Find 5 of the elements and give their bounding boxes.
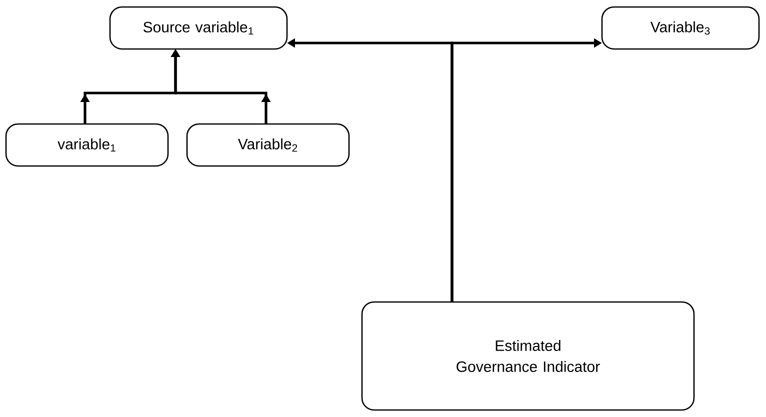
rounded-box: Estimated Governance Indicator [361, 301, 695, 411]
rounded-box: Variable$_{3}$ [601, 6, 760, 50]
rounded-box: Variable$_{2}$ [186, 123, 350, 167]
rounded-box: Source variable$_{1}$ [109, 6, 288, 50]
rounded-box: variable$_{1}$ [5, 123, 169, 167]
